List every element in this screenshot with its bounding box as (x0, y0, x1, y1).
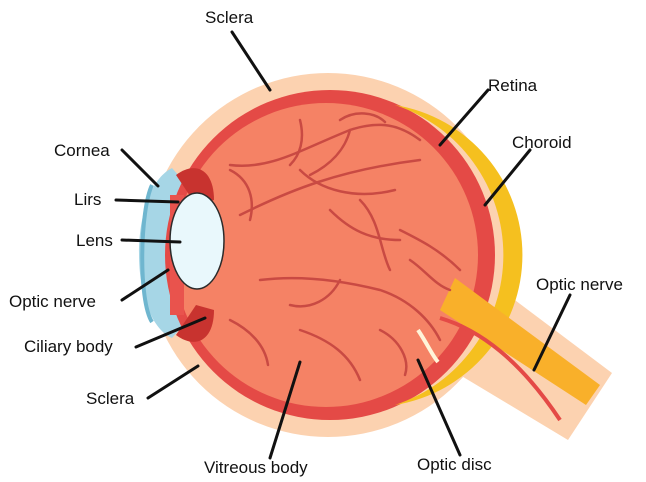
leader-lens (122, 240, 180, 242)
leader-sclera-top (232, 32, 270, 90)
label-cornea: Cornea (54, 141, 110, 161)
label-vitreous-body: Vitreous body (204, 458, 308, 478)
leader-iris (116, 200, 178, 202)
label-iris: Lirs (74, 190, 101, 210)
leader-sclera-bottom (148, 366, 198, 398)
label-optic-disc: Optic disc (417, 455, 492, 475)
label-retina: Retina (488, 76, 537, 96)
label-sclera-bottom: Sclera (86, 389, 134, 409)
label-choroid: Choroid (512, 133, 572, 153)
label-optic-nerve-right: Optic nerve (536, 275, 623, 295)
label-optic-nerve-left: Optic nerve (9, 292, 96, 312)
label-ciliary-body: Ciliary body (24, 337, 113, 357)
label-sclera-top: Sclera (205, 8, 253, 28)
label-lens: Lens (76, 231, 113, 251)
leader-cornea (122, 150, 158, 186)
